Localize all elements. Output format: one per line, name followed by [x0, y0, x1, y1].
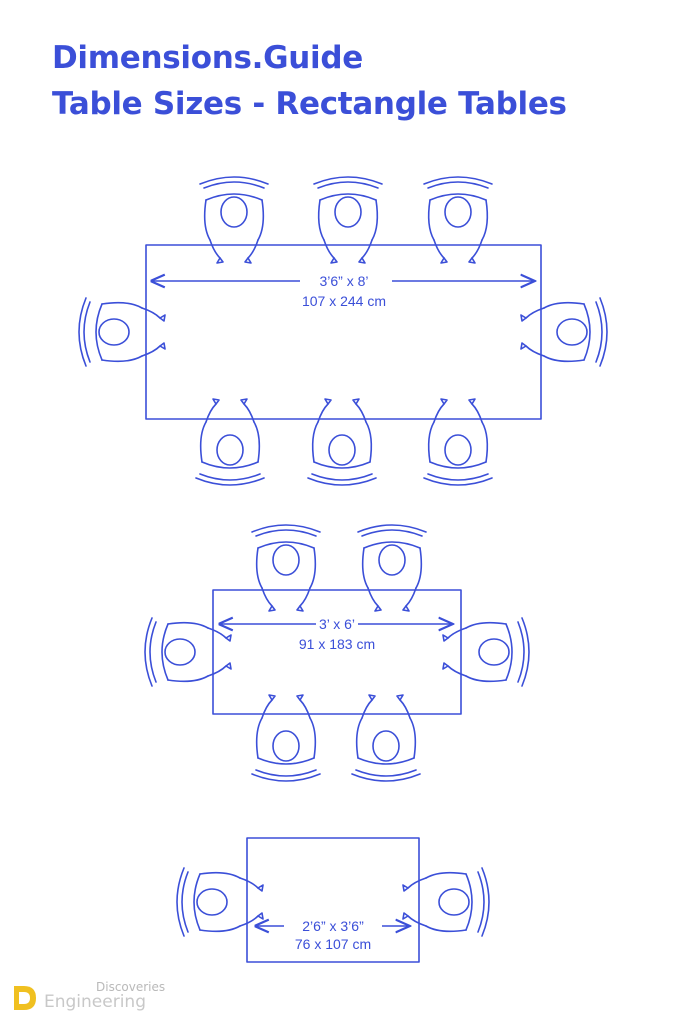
table-size-imperial: 2’6” x 3’6” — [302, 918, 364, 934]
table-size-metric: 76 x 107 cm — [295, 936, 371, 952]
person-icon — [251, 694, 321, 782]
table-size-metric: 91 x 183 cm — [299, 636, 375, 652]
watermark-main-text: Engineering — [44, 992, 146, 1012]
person-icon — [144, 617, 232, 687]
table-small: 2’6” x 3’6” 76 x 107 cm — [176, 837, 490, 963]
person-icon — [520, 297, 608, 367]
brand-title: Dimensions.Guide — [52, 40, 363, 76]
table-medium: 3’ x 6’ 91 x 183 cm — [144, 524, 530, 782]
watermark-logo: Discoveries Engineering — [10, 978, 210, 1018]
person-icon — [442, 617, 530, 687]
table-large: 3’6” x 8’ 107 x 244 cm — [78, 176, 608, 486]
logo-icon — [14, 986, 36, 1010]
table-size-imperial: 3’ x 6’ — [319, 616, 355, 632]
table-size-metric: 107 x 244 cm — [302, 293, 386, 309]
page-title: Table Sizes - Rectangle Tables — [52, 86, 567, 122]
table-surface-large — [145, 244, 542, 420]
person-icon — [307, 398, 377, 486]
person-icon — [402, 867, 490, 937]
table-surface-medium — [212, 589, 462, 715]
person-icon — [351, 694, 421, 782]
person-icon — [313, 176, 383, 264]
table-size-imperial: 3’6” x 8’ — [319, 273, 368, 289]
person-icon — [357, 524, 427, 612]
person-icon — [78, 297, 166, 367]
person-icon — [423, 398, 493, 486]
watermark-top-text: Discoveries — [96, 980, 166, 994]
person-icon — [195, 398, 265, 486]
table-surface-small — [246, 837, 420, 963]
person-icon — [423, 176, 493, 264]
person-icon — [176, 867, 264, 937]
person-icon — [199, 176, 269, 264]
person-icon — [251, 524, 321, 612]
